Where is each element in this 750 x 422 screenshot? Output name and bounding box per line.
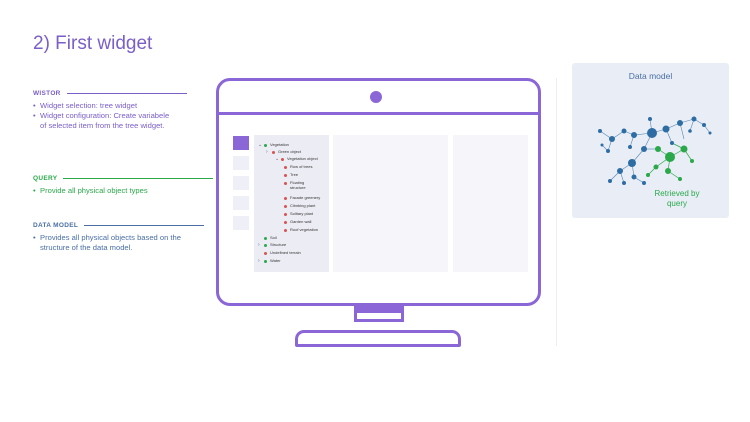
tree-widget-panel: ⌄Vegetation›Green object⌄Vegetation obje…: [254, 135, 329, 272]
status-dot-icon: [264, 260, 267, 263]
bullet-item: Provide all physical object types: [33, 186, 213, 196]
tree-node[interactable]: ⌄ Vegetation object: [275, 156, 318, 162]
tree-node[interactable]: structure: [284, 185, 306, 191]
status-dot-icon: [264, 237, 267, 240]
tree-node-label: Garden wall: [290, 219, 312, 224]
tree-node[interactable]: Tree: [284, 172, 299, 178]
bullet-list: Provide all physical object types: [33, 186, 213, 196]
monitor-top-bar: [219, 112, 538, 115]
camera-icon: [370, 91, 382, 103]
status-dot-icon: [284, 197, 287, 200]
sidebar-button-active[interactable]: [233, 136, 249, 150]
detail-panel: [453, 135, 528, 272]
tree-node[interactable]: Garden wall: [284, 219, 312, 225]
status-dot-icon: [281, 158, 284, 161]
tree-node-label: Tree: [290, 172, 299, 177]
tree-node-label: Structure: [270, 242, 287, 247]
chevron-right-icon[interactable]: ›: [258, 242, 260, 248]
sidebar-button[interactable]: [233, 196, 249, 210]
status-dot-icon: [264, 244, 267, 247]
chevron-down-icon[interactable]: ⌄: [275, 156, 280, 162]
tree-node[interactable]: ⌄ Vegetation: [258, 142, 289, 148]
status-dot-icon: [284, 229, 287, 232]
status-dot-icon: [284, 166, 287, 169]
tree-node-label: structure: [290, 185, 306, 190]
content-panel: [333, 135, 448, 272]
status-dot-icon: [264, 144, 267, 147]
tree-node-label: Soil: [270, 235, 277, 240]
monitor-neck: [354, 305, 404, 322]
section-heading: QUERY: [33, 175, 213, 182]
divider: [66, 93, 187, 94]
status-dot-icon: [284, 174, 287, 177]
divider: [84, 225, 205, 226]
bullet-item: Widget configuration: Create variabele: [33, 111, 213, 121]
status-dot-icon: [284, 205, 287, 208]
tree-node[interactable]: › Water: [258, 258, 281, 264]
status-dot-icon: [284, 182, 287, 185]
tree-node[interactable]: Solitary plant: [284, 211, 314, 217]
bullet-item: Widget selection: tree widget: [33, 101, 213, 111]
data-model-box: Data model: [572, 63, 729, 218]
vertical-separator: [556, 78, 557, 346]
sidebar-button[interactable]: [233, 176, 249, 190]
tree-node-label: Row of trees: [290, 164, 313, 169]
sidebar-button[interactable]: [233, 216, 249, 230]
bullet-continuation: of selected item from the tree widget.: [40, 121, 165, 130]
section-heading: WISTOR: [33, 90, 213, 97]
tree-node-label: Green object: [278, 149, 301, 154]
bullet-list: Widget selection: tree widget Widget con…: [33, 101, 213, 131]
section-data-model: DATA MODEL Provides all physical objects…: [33, 222, 213, 253]
tree-node-label: Vegetation: [270, 142, 289, 147]
tree-node-label: Roof vegetation: [290, 227, 319, 232]
data-model-title: Data model: [628, 71, 673, 81]
chevron-right-icon[interactable]: ›: [258, 258, 260, 264]
monitor-base: [295, 330, 461, 347]
tree-node-label: Floating: [290, 180, 305, 185]
tree-node[interactable]: › Structure: [258, 242, 287, 248]
bullet-item: Provides all physical objects based on t…: [33, 233, 213, 243]
tree-node-label: Undefined terrain: [270, 250, 301, 255]
section-query: QUERY Provide all physical object types: [33, 175, 213, 196]
tree-node[interactable]: Facade greenery: [284, 195, 321, 201]
tree-node-label: Water: [270, 258, 281, 263]
divider: [63, 178, 213, 179]
chevron-down-icon[interactable]: ⌄: [258, 142, 263, 148]
retrieved-by-query-label: Retrieved by query: [654, 189, 700, 208]
section-wistor: WISTOR Widget selection: tree widget Wid…: [33, 90, 213, 131]
status-dot-icon: [272, 151, 275, 154]
tree-node[interactable]: Floating: [284, 180, 305, 186]
status-dot-icon: [264, 252, 267, 255]
tree-node-label: Vegetation object: [287, 156, 318, 161]
tree-node[interactable]: Climbing plant: [284, 203, 316, 209]
tree-node-label: Facade greenery: [290, 195, 321, 200]
tree-node[interactable]: › Green object: [266, 149, 301, 155]
section-heading: DATA MODEL: [33, 222, 213, 229]
network-graph-illustration: [598, 116, 712, 185]
bullet-list: Provides all physical objects based on t…: [33, 233, 213, 253]
tree-node[interactable]: Undefined terrain: [264, 250, 301, 256]
tree-node[interactable]: Soil: [264, 235, 277, 241]
status-dot-icon: [284, 213, 287, 216]
page-title: 2) First widget: [33, 33, 153, 54]
sidebar-button[interactable]: [233, 156, 249, 170]
tree-node[interactable]: Roof vegetation: [284, 227, 319, 233]
bullet-continuation: structure of the data model.: [40, 243, 133, 252]
status-dot-icon: [284, 221, 287, 224]
tree-node-label: Solitary plant: [290, 211, 314, 216]
chevron-right-icon[interactable]: ›: [266, 149, 268, 155]
tree-node[interactable]: Row of trees: [284, 164, 313, 170]
tree-node-label: Climbing plant: [290, 203, 316, 208]
